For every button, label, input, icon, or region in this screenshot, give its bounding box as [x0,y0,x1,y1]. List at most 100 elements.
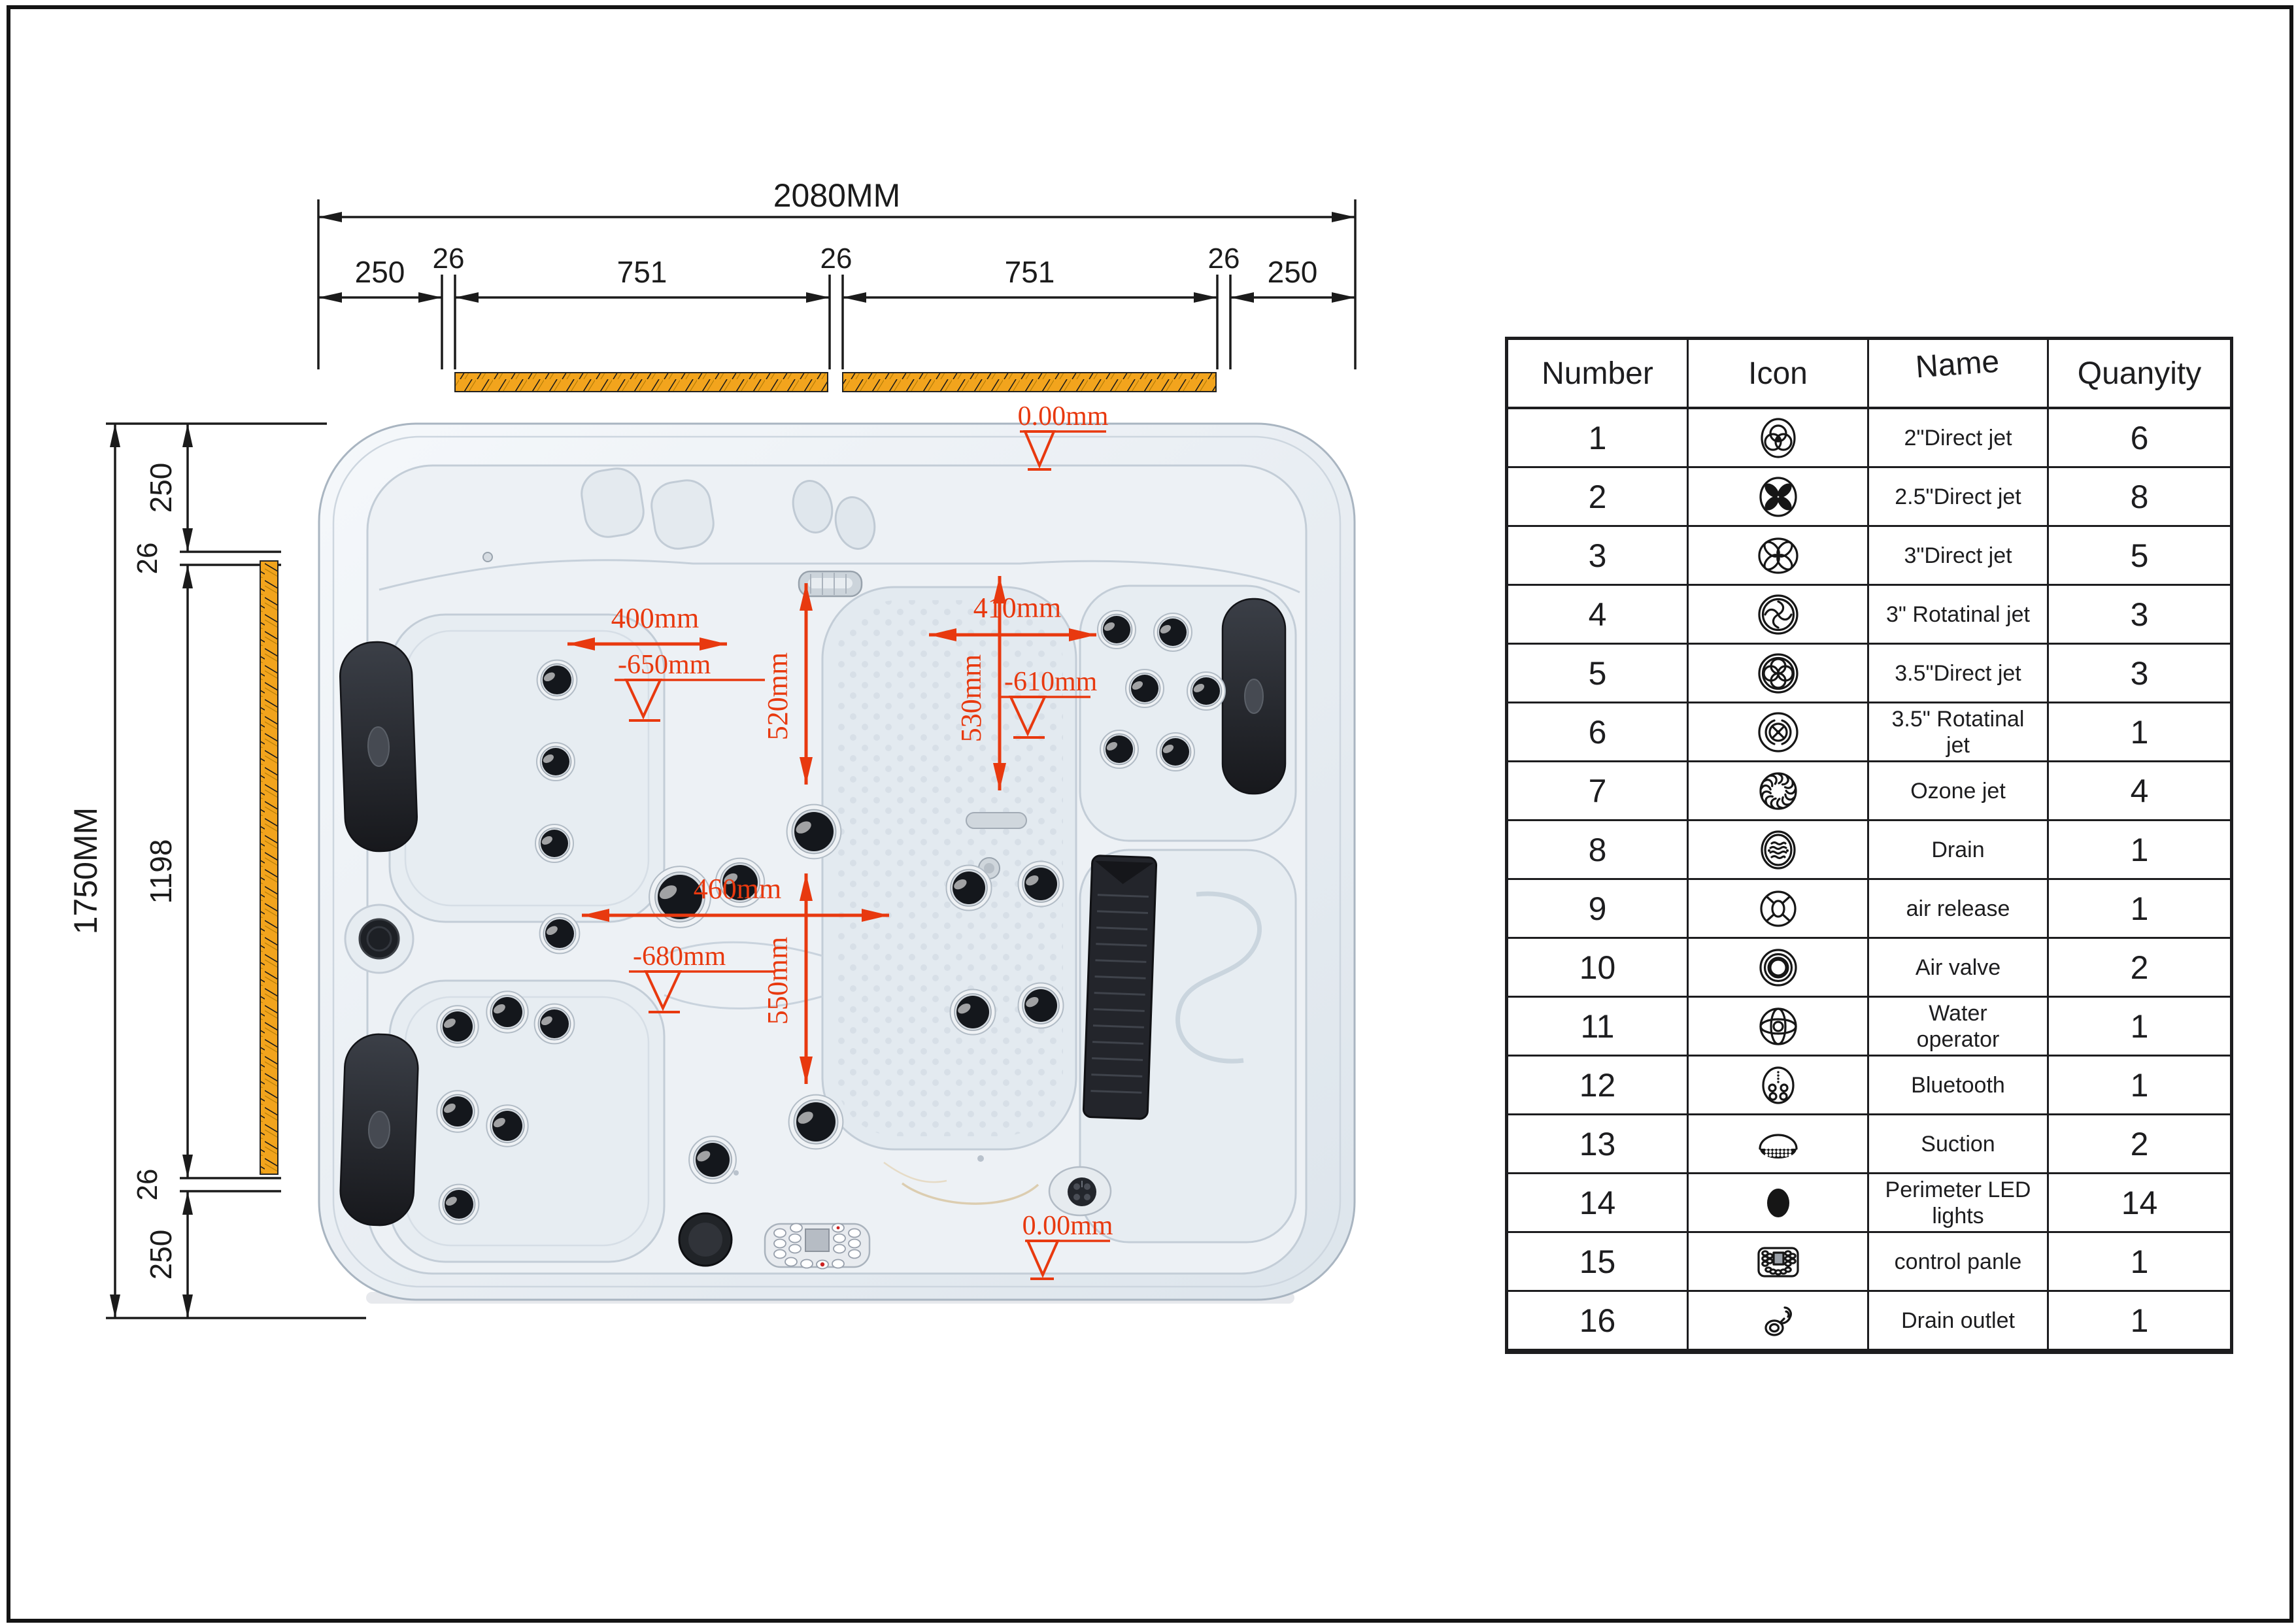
part-qty-cell: 1 [2049,1292,2230,1351]
dimension-chain-top: 2080MM 250 26 751 26 751 26 250 [317,177,1357,369]
part-number-cell: 11 [1508,998,1689,1057]
part-number-cell: 1 [1508,409,1689,468]
part-quantity: 1 [2130,713,2149,751]
spa-jet [715,857,766,908]
ozone-jet-icon [1759,771,1797,810]
dim-left-250-bot: 250 [144,1230,178,1280]
part-icon-cell [1689,409,1869,468]
part-number-cell: 8 [1508,821,1689,880]
part-qty-cell: 1 [2049,998,2230,1057]
jet-direct-2-5-icon [1759,476,1797,517]
seat3-height-label: 550mm [762,937,794,1024]
water-operator-icon [1759,1007,1797,1045]
part-qty-cell: 4 [2049,762,2230,821]
part-name-cell: Ozone jet [1869,762,2049,821]
jets [436,610,1226,1225]
table-header-quanyity: Quanyity [2049,340,2230,409]
part-number: 3 [1588,537,1607,574]
part-name-cell: Perimeter LED lights [1869,1174,2049,1233]
part-qty-cell: 1 [2049,1233,2230,1292]
part-icon-cell [1689,762,1869,821]
spa-jet [1097,610,1136,649]
deck-screw [482,552,493,562]
table-header-name: Name [1869,340,2049,409]
spa-jet [1017,860,1064,907]
part-name: 3.5"Direct jet [1895,660,2021,686]
part-qty-cell: 14 [2049,1174,2230,1233]
seat3-dimensions: 460mm 550mm -680mm [582,873,889,1084]
part-number-cell: 14 [1508,1174,1689,1233]
air-valve-icon [1759,948,1797,987]
part-name-cell: 3.5" Rotatinal jet [1869,703,2049,762]
logo-emboss [1175,891,1262,1064]
dim-top-250-left: 250 [355,255,405,289]
dim-left-250-top: 250 [144,463,178,513]
datum-top: 0.00mm [1018,401,1109,471]
headrest-top-left [339,641,418,853]
filter-grille [1082,854,1158,1120]
red-annotations: 0.00mm 400mm 520mm -650mm 410mm 530mm [567,401,1113,1280]
part-number-cell: 16 [1508,1292,1689,1351]
part-number: 16 [1579,1302,1616,1339]
part-name: Bluetooth [1911,1072,2005,1098]
part-qty-cell: 3 [2049,586,2230,645]
part-number: 11 [1580,1007,1615,1045]
part-icon-cell [1689,1057,1869,1115]
dim-left-26-b: 26 [131,1169,163,1201]
spa-jet [688,1136,737,1184]
spa-jet [786,804,842,860]
jet-direct-3-icon [1757,537,1798,574]
part-icon-cell [1689,586,1869,645]
part-icon-cell [1689,1174,1869,1233]
diverter-knob-bottom [678,1212,733,1267]
table-header-label: Icon [1748,356,1808,391]
part-name: 3" Rotatinal jet [1886,601,2030,627]
dim-top-751-left: 751 [617,255,667,289]
suction-icon [1758,1133,1798,1159]
datum-top-label: 0.00mm [1018,401,1109,431]
part-qty-cell: 5 [2049,527,2230,586]
part-name: Drain outlet [1901,1308,2015,1333]
waterfall-spout [798,570,863,598]
part-icon-cell [1689,821,1869,880]
jet-direct-3-5-icon [1757,652,1798,694]
part-quantity: 8 [2130,478,2149,515]
part-name: Air valve [1915,955,2001,980]
part-name: Drain [1931,837,1985,862]
part-qty-cell: 1 [2049,1057,2230,1115]
air-release-icon [1759,890,1797,927]
part-name: 2"Direct jet [1904,425,2012,450]
spa-jet [436,1005,479,1048]
footwell [821,586,1077,1151]
spa-jet [949,989,996,1036]
part-name-cell: 2"Direct jet [1869,409,2049,468]
spa-jet [1125,669,1164,708]
seat2-height-label: 530mm [955,654,987,742]
part-number-cell: 15 [1508,1233,1689,1292]
part-quantity: 1 [2130,1066,2149,1104]
part-number: 4 [1588,596,1607,633]
part-number: 5 [1588,654,1607,692]
part-quantity: 14 [2121,1184,2158,1221]
part-name-cell: 2.5"Direct jet [1869,468,2049,527]
part-name: Water operator [1916,1000,2000,1052]
part-name-cell: 3.5"Direct jet [1869,645,2049,703]
dim-top-26-c: 26 [1208,243,1240,275]
part-quantity: 1 [2130,890,2149,927]
seat1-depth-label: -650mm [618,650,711,680]
part-number: 14 [1579,1184,1616,1221]
dimension-chain-left: 1750MM 250 26 1198 26 250 [67,422,366,1319]
skirt-panel-bar-left [260,560,279,1175]
part-qty-cell: 2 [2049,1115,2230,1174]
spa-jet [539,913,581,955]
part-number-cell: 13 [1508,1115,1689,1174]
part-name: Suction [1921,1131,1995,1157]
part-number: 2 [1588,478,1607,515]
part-icon-cell [1689,527,1869,586]
part-icon-cell [1689,880,1869,939]
part-number-cell: 7 [1508,762,1689,821]
part-icon-cell [1689,645,1869,703]
part-qty-cell: 1 [2049,703,2230,762]
part-number: 10 [1579,949,1616,986]
